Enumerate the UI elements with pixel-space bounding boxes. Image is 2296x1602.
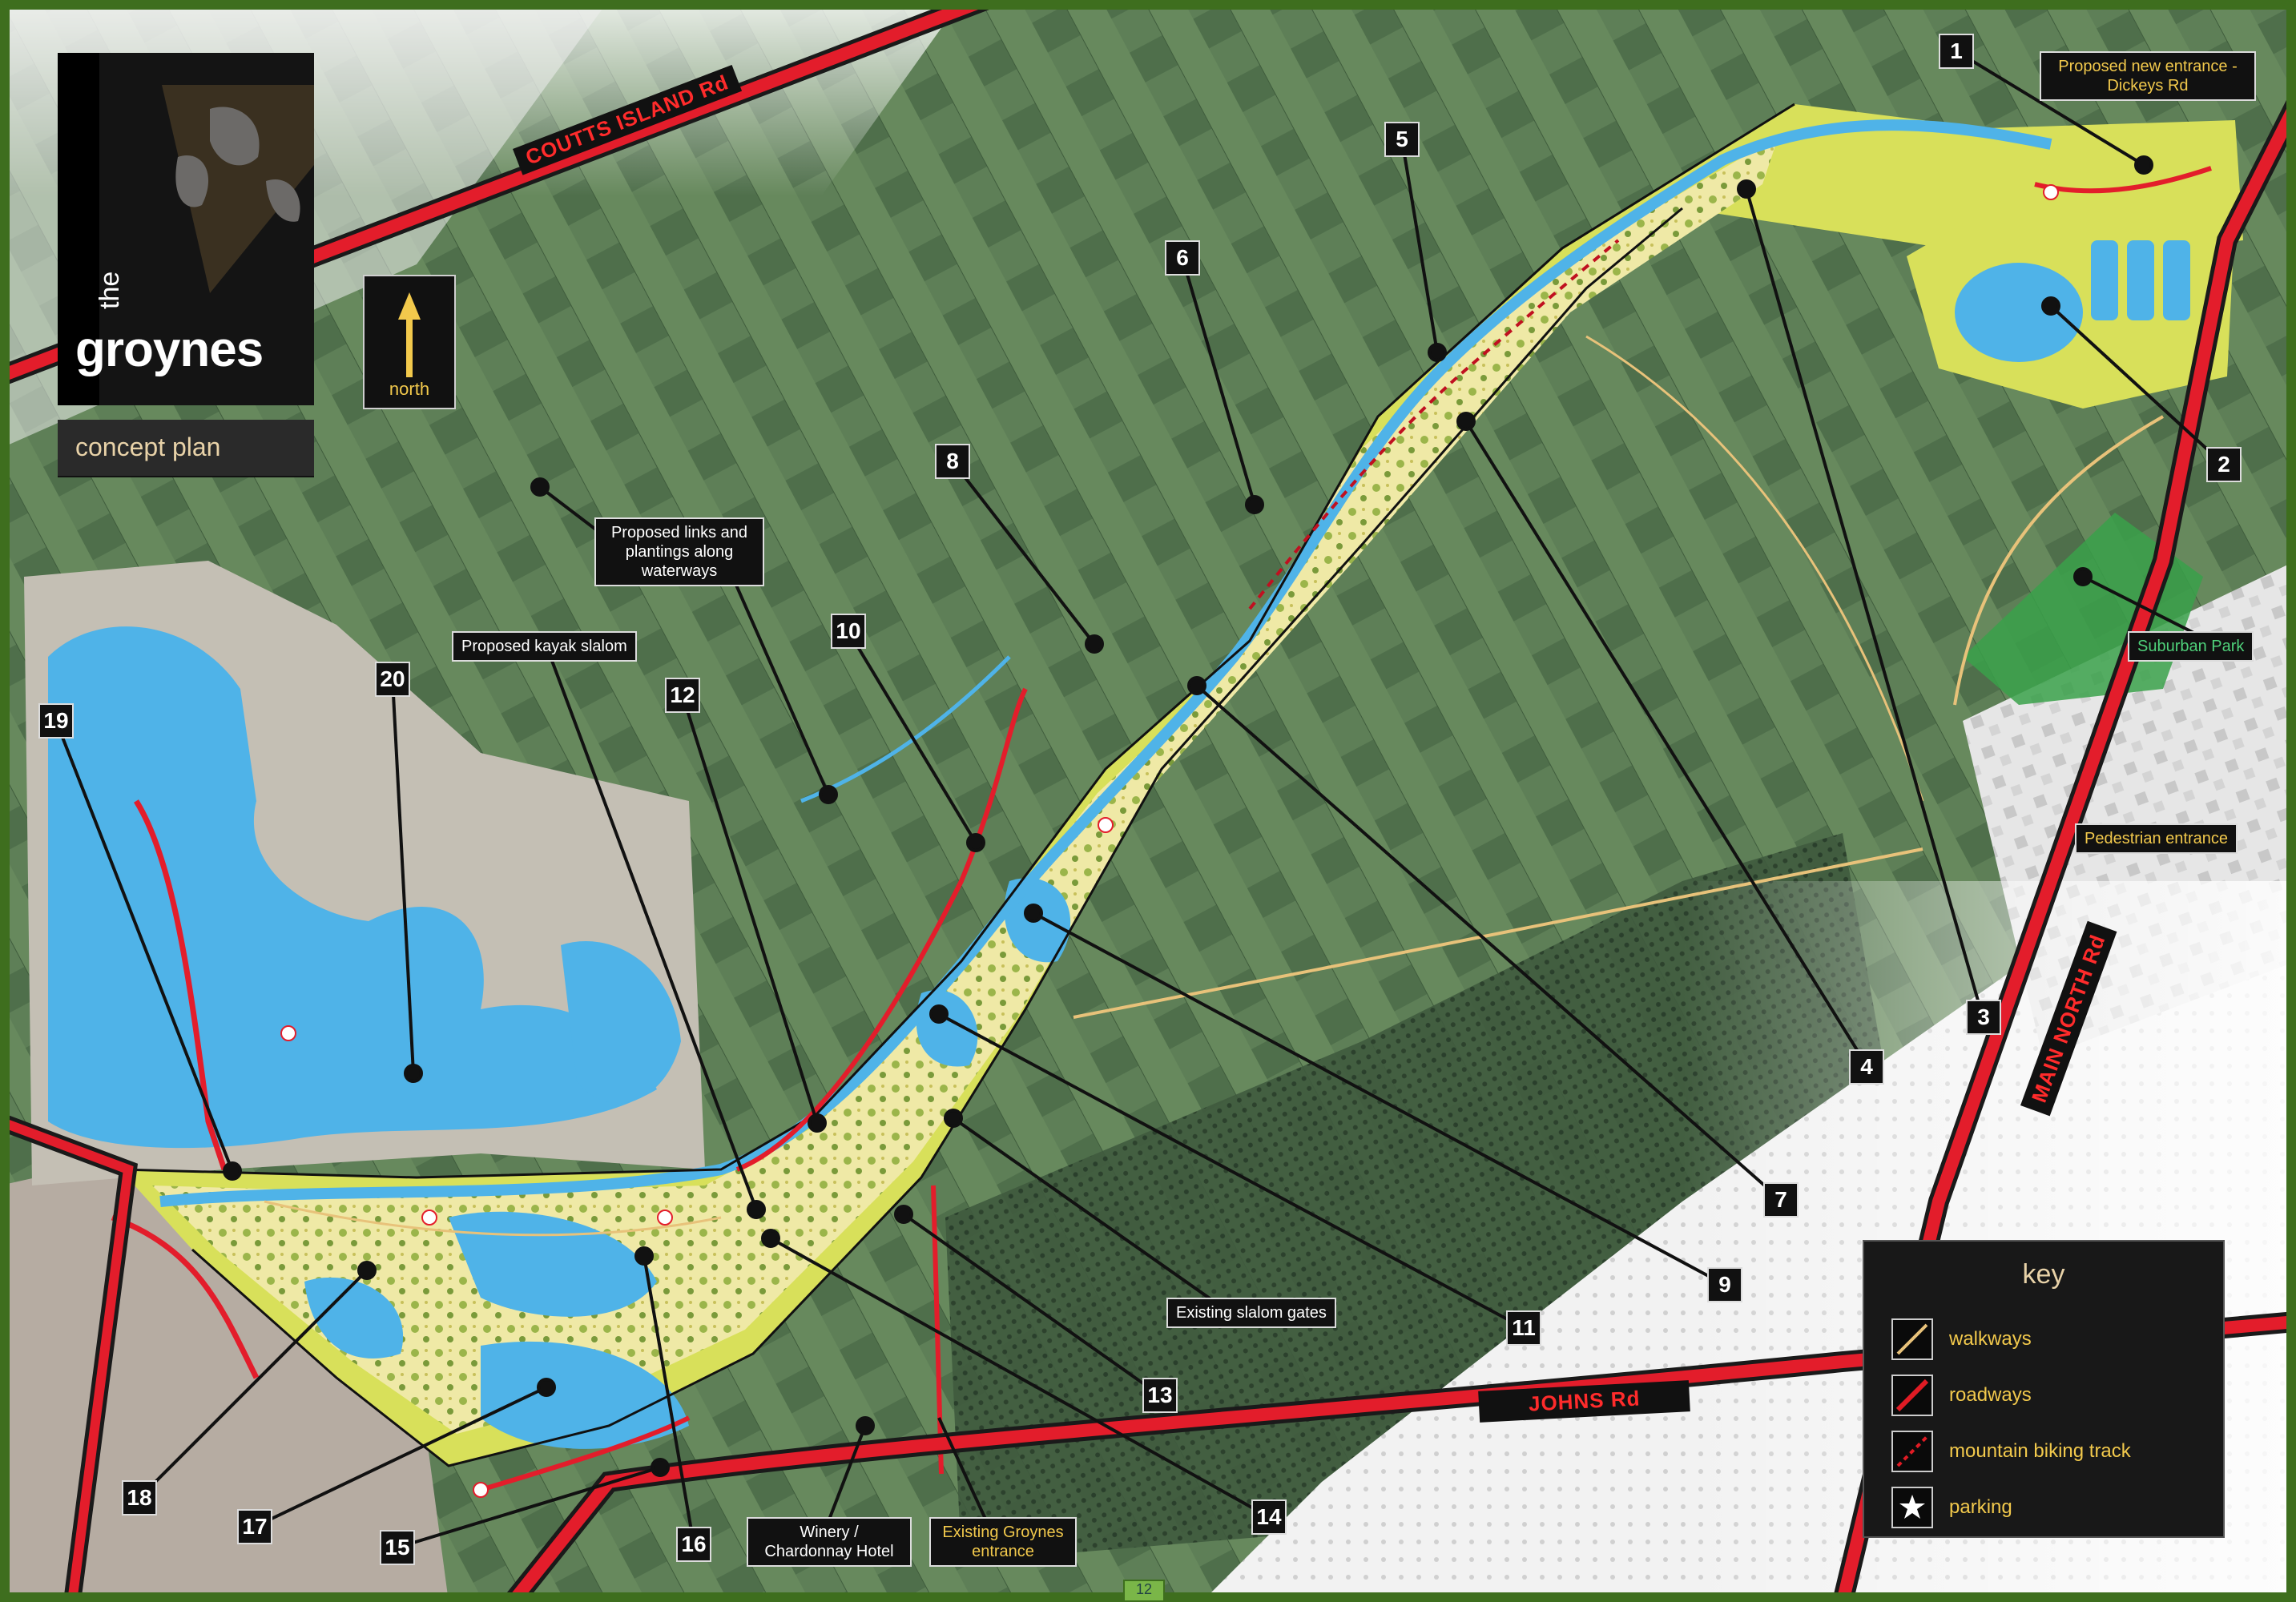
walkway (1073, 847, 1923, 1019)
parking-markers (280, 184, 2059, 1498)
logo-graphic (162, 85, 314, 293)
north-arrow: north (363, 275, 456, 409)
key-title: key (2022, 1259, 2065, 1290)
page-title: groynes (75, 322, 264, 377)
marker-19: 19 (38, 703, 74, 739)
roadway-swatch-icon (1895, 1379, 1929, 1412)
internal-road (111, 1214, 260, 1379)
key-item-mtb: mountain biking track (1891, 1431, 2212, 1472)
marker-4: 4 (1849, 1049, 1884, 1085)
marker-16: 16 (676, 1527, 711, 1562)
map-key: key walkways roadways mountain biking tr… (1863, 1240, 2225, 1538)
marker-8: 8 (935, 444, 970, 479)
marker-5: 5 (1384, 122, 1420, 157)
marker-6: 6 (1165, 240, 1200, 276)
marker-20: 20 (375, 662, 410, 697)
callout-links: Proposed links and plantings along water… (594, 517, 764, 586)
parking-star-icon (1899, 1495, 1925, 1519)
callout-suburban-park: Suburban Park (2128, 631, 2254, 662)
north-arrow-icon (398, 292, 421, 377)
marker-13: 13 (1142, 1378, 1178, 1413)
marker-12: 12 (665, 678, 700, 713)
key-item-walkways: walkways (1891, 1318, 2212, 1360)
marker-1: 1 (1939, 34, 1974, 69)
callout-kayak: Proposed kayak slalom (452, 631, 637, 662)
marker-10: 10 (831, 614, 866, 649)
marker-18: 18 (122, 1480, 157, 1515)
marker-15: 15 (380, 1530, 415, 1565)
north-label: north (389, 379, 430, 399)
title-prefix: the (95, 271, 125, 309)
marker-14: 14 (1251, 1499, 1287, 1535)
key-item-parking: parking (1891, 1487, 2212, 1528)
callout-slalom-gates: Existing slalom gates (1166, 1298, 1336, 1328)
walkway-swatch-icon (1896, 1323, 1928, 1355)
callout-groynes-entrance: Existing Groynes entrance (929, 1517, 1077, 1567)
marker-11: 11 (1506, 1310, 1541, 1346)
title-block: the groynes (58, 53, 314, 405)
callout-pedestrian: Pedestrian entrance (2075, 823, 2238, 854)
marker-9: 9 (1707, 1267, 1742, 1302)
page-subtitle: concept plan (75, 433, 221, 461)
johns-road (507, 1315, 2296, 1602)
subtitle-box: concept plan (58, 420, 314, 477)
mtb-track (1248, 239, 1620, 610)
leader-lines (54, 50, 2226, 1549)
marker-17: 17 (237, 1509, 272, 1544)
marker-7: 7 (1763, 1182, 1799, 1218)
marker-3: 3 (1966, 1000, 2001, 1035)
page-number: 12 (1123, 1580, 1165, 1602)
callout-new-entrance: Proposed new entrance - Dickeys Rd (2040, 51, 2256, 101)
pond-2 (1955, 263, 2083, 362)
waterway (159, 119, 2052, 1207)
mtb-swatch-icon (1896, 1435, 1928, 1467)
lake-20 (48, 626, 657, 1149)
callout-winery: Winery / Chardonnay Hotel (747, 1517, 912, 1567)
key-item-roadways: roadways (1891, 1375, 2212, 1416)
marker-2: 2 (2206, 447, 2242, 482)
